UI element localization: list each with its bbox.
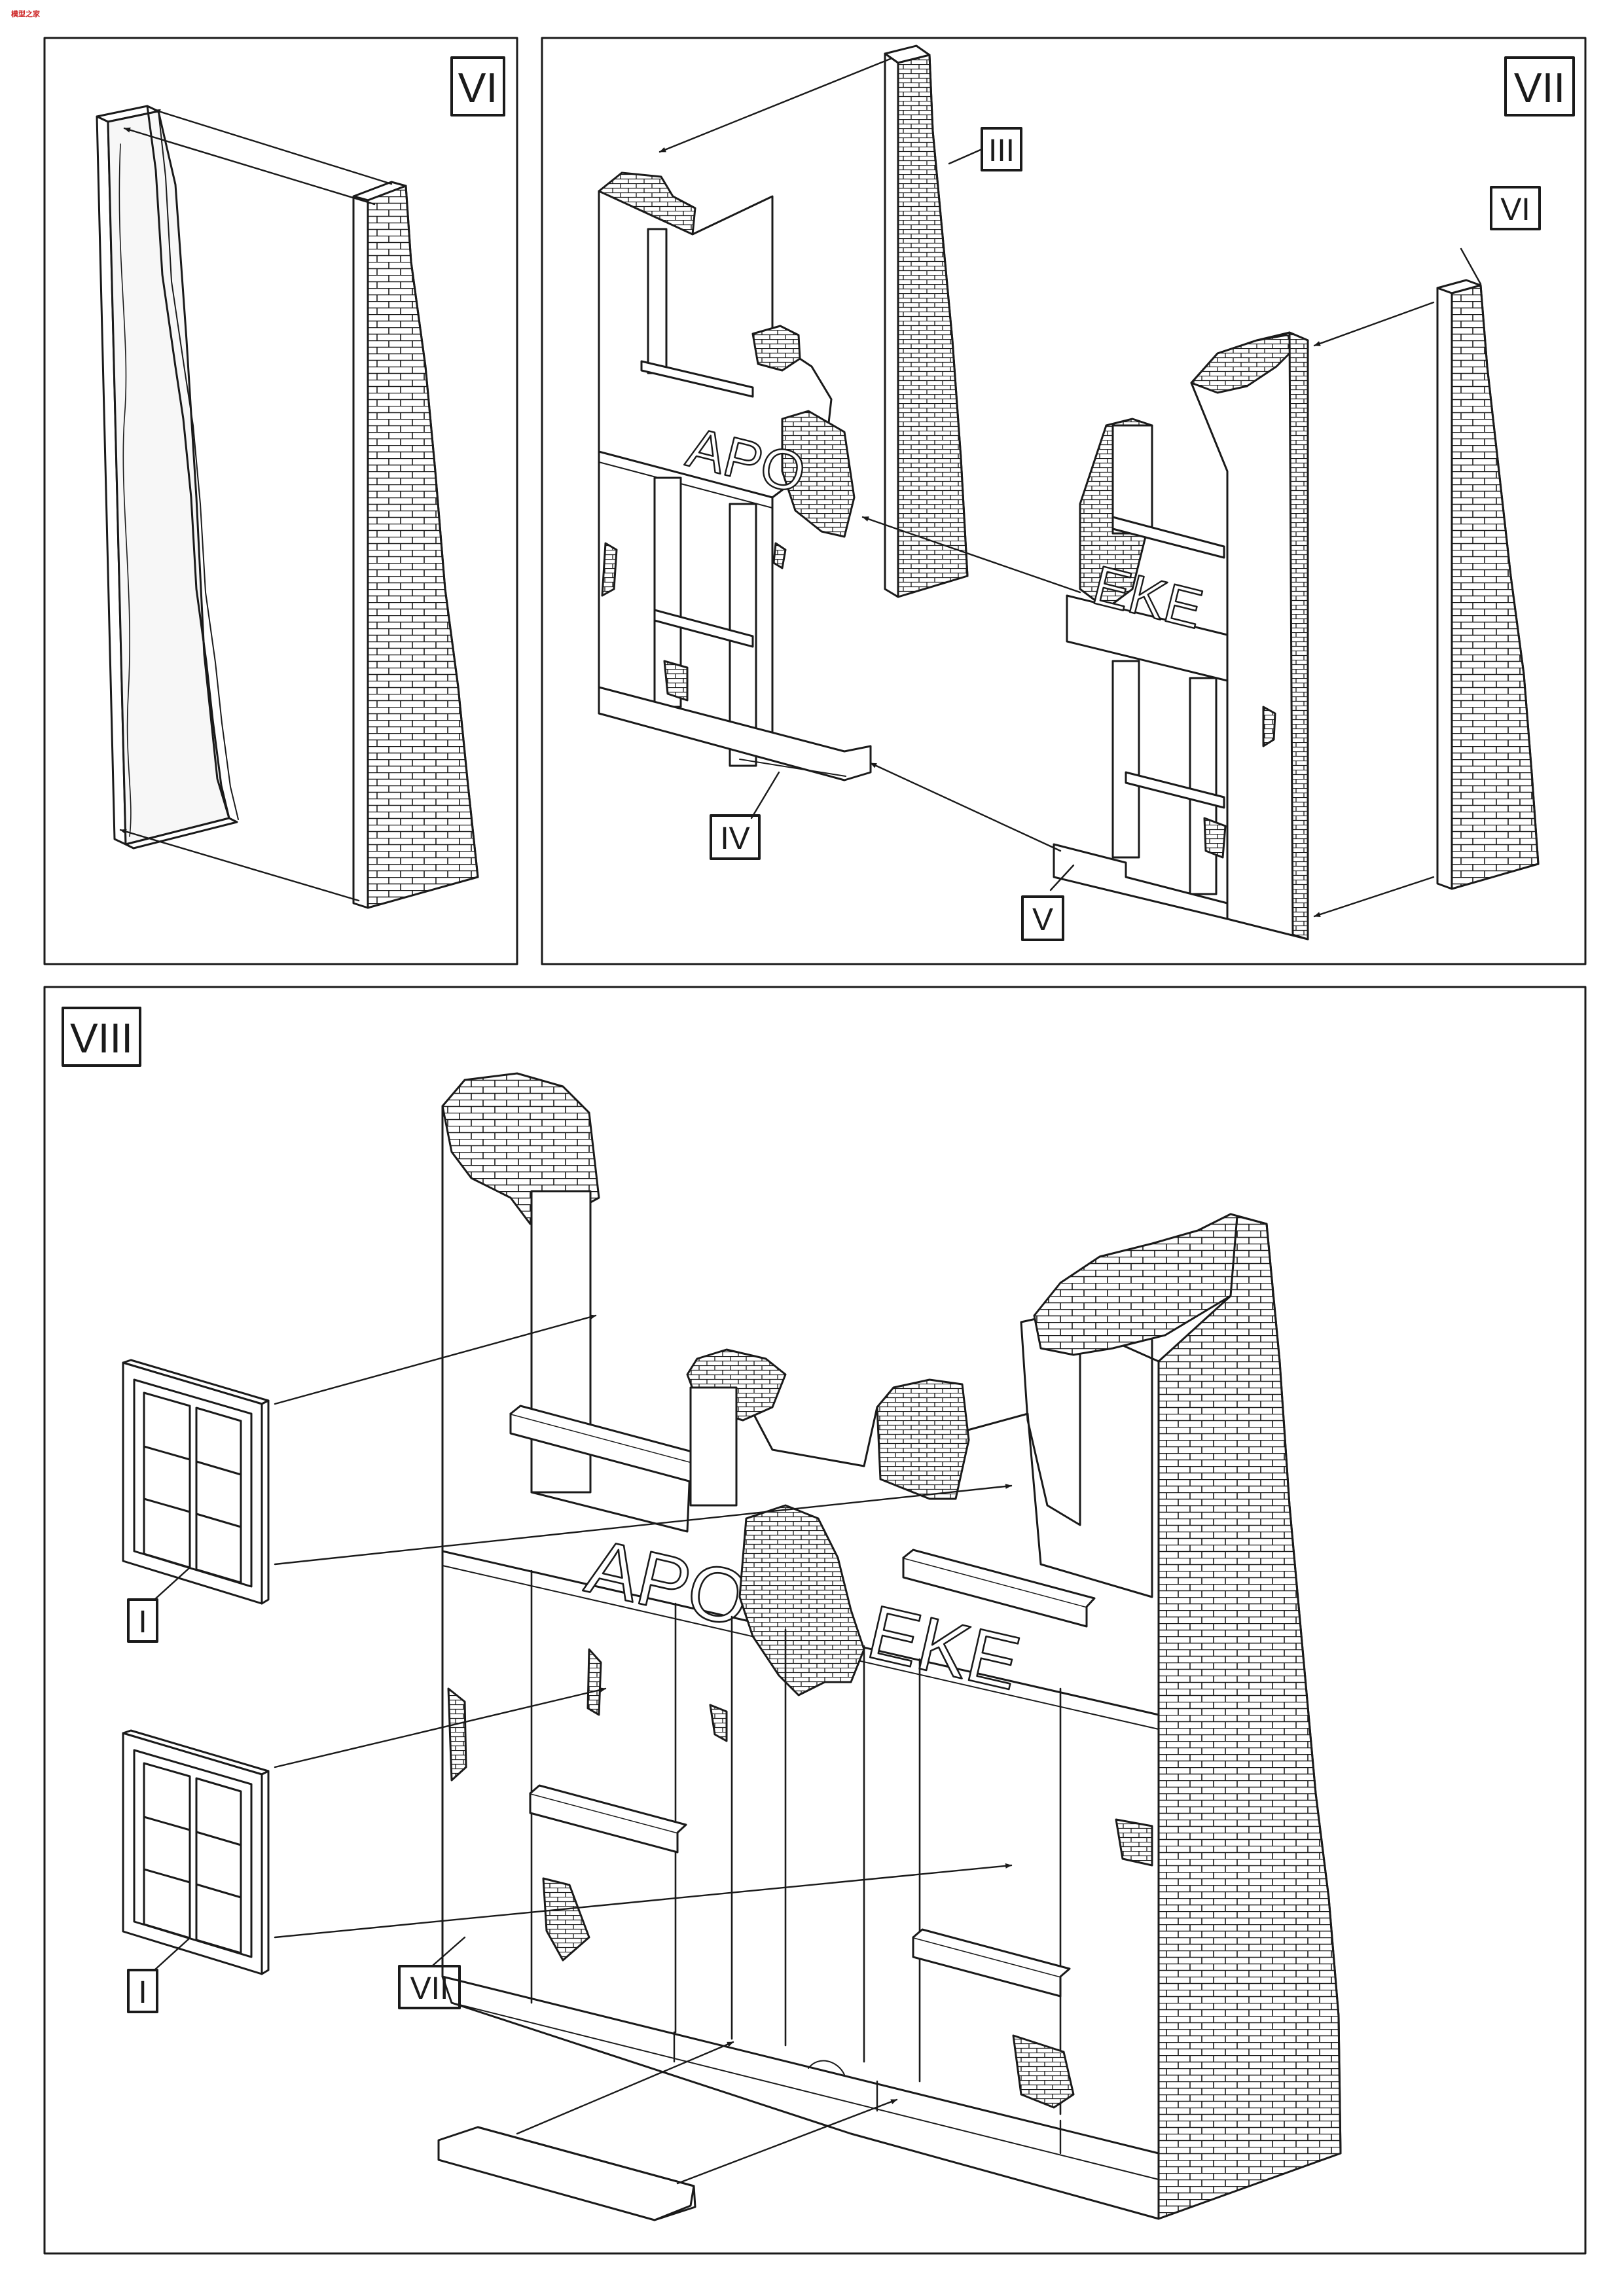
callout-box-i-lower (127, 1969, 158, 2013)
panel-viii-step-label: VIII (70, 1014, 133, 1062)
callout-vi: VI (1500, 192, 1530, 227)
panel-vii-frame (541, 37, 1587, 965)
panel-vii-step-label: VII (1514, 64, 1565, 111)
callout-iii: III (988, 134, 1015, 168)
panel-vii-left-facade: APO (598, 171, 872, 781)
panel-vii-leaders (750, 148, 1482, 891)
panel-vi-arrows (119, 109, 393, 902)
panel-vii-wall-vi (1436, 279, 1540, 890)
callout-box-i-upper (127, 1598, 158, 1643)
panel-vii-arrows (659, 58, 1435, 918)
panel-vi-wall-frame (96, 105, 239, 850)
callout-box-iii (981, 127, 1022, 171)
callout-box-vii (398, 1965, 461, 2009)
window-part-upper (122, 1359, 270, 1605)
panel-vii-pier-iii (884, 45, 969, 598)
panel-vi-brick-wall (352, 181, 479, 909)
panel-vii-right-facade: EKE (1053, 331, 1309, 941)
panel-viii-frame (43, 986, 1587, 2255)
callout-box-v (1021, 895, 1064, 941)
logo: 模型之家 (11, 10, 40, 18)
panel-vi-frame (43, 37, 518, 965)
callout-vii: VII (410, 1971, 449, 2006)
assembled-facade: APO EKE (441, 1072, 1342, 2220)
window-part-lower (122, 1729, 270, 1975)
callout-box-vi (1490, 186, 1541, 230)
panel-vii-step-box (1504, 56, 1575, 117)
callout-v: V (1032, 903, 1053, 937)
callout-i-lower: I (138, 1975, 147, 2010)
panel-viii-step-box (62, 1007, 141, 1067)
panel-viii-leaders (153, 1566, 466, 1971)
floor-strip-part (437, 2126, 696, 2221)
callout-box-iv (710, 814, 761, 860)
panel-viii-arrows (274, 1314, 1013, 2185)
panel-vi-step-box (450, 56, 505, 117)
callout-i-upper: I (138, 1605, 147, 1640)
panel-vi-step-label: VI (458, 64, 497, 111)
callout-iv: IV (720, 821, 749, 856)
